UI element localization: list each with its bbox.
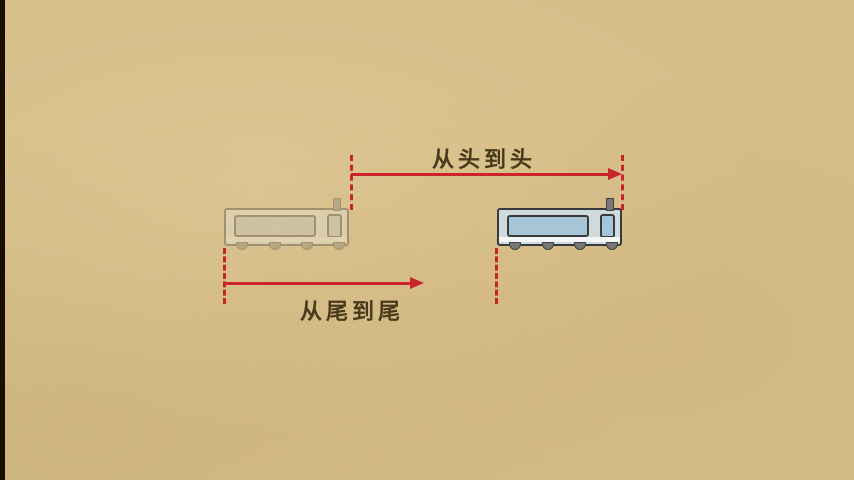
train-wheel xyxy=(269,242,281,250)
train-door xyxy=(327,214,342,238)
end-tail-dashed-line xyxy=(495,248,498,304)
end-head-dashed-line xyxy=(621,155,624,210)
train-chimney xyxy=(333,198,341,211)
train-wheel xyxy=(606,242,618,250)
tail-to-tail-arrow-line xyxy=(224,282,414,285)
left-border xyxy=(0,0,5,480)
start-tail-dashed-line xyxy=(223,248,226,304)
train-wheel xyxy=(301,242,313,250)
train-start-position xyxy=(224,198,349,250)
head-to-head-arrow-icon xyxy=(608,168,622,180)
train-wheel xyxy=(542,242,554,250)
train-wheel xyxy=(574,242,586,250)
tail-to-tail-arrow-icon xyxy=(410,277,424,289)
train-window xyxy=(507,215,589,237)
train-wheel xyxy=(236,242,248,250)
tail-to-tail-label: 从尾到尾 xyxy=(300,300,405,325)
train-wheel xyxy=(333,242,345,250)
start-head-dashed-line xyxy=(350,155,353,210)
train-strip xyxy=(499,237,620,242)
train-door xyxy=(600,214,615,238)
train-window xyxy=(234,215,316,237)
head-to-head-label: 从头到头 xyxy=(432,148,537,173)
train-strip xyxy=(226,237,347,242)
head-to-head-arrow-line xyxy=(351,173,611,176)
train-wheel xyxy=(509,242,521,250)
train-chimney xyxy=(606,198,614,211)
train-end-position xyxy=(497,198,622,250)
